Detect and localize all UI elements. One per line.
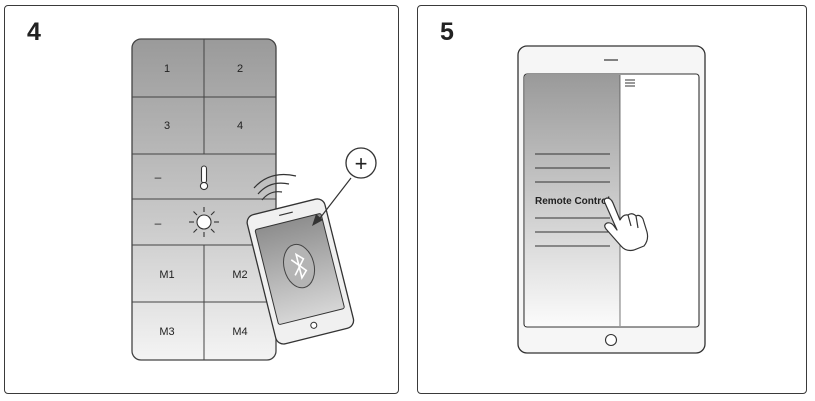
step-5-number: 5 [440, 18, 454, 46]
remote-button-3[interactable]: 3 [164, 120, 170, 132]
plus-symbol: + [355, 151, 368, 176]
pointing-hand-icon [603, 197, 649, 252]
remote-button-2[interactable]: 2 [237, 63, 243, 75]
wireless-signal-icon [253, 173, 297, 201]
arrow-to-phone-icon [312, 177, 352, 226]
remote-button-m3[interactable]: M3 [159, 326, 174, 338]
menu-item-remote-control[interactable]: Remote Control [535, 196, 610, 207]
step-4-number: 4 [27, 18, 41, 46]
temperature-minus-button[interactable]: – [155, 170, 162, 184]
remote-button-m2[interactable]: M2 [232, 269, 247, 281]
brightness-minus-button[interactable]: – [155, 216, 162, 230]
remote-button-1[interactable]: 1 [164, 63, 170, 75]
remote-control: 1 2 3 4 – – M1 M2 M3 M4 [131, 38, 277, 361]
remote-button-4[interactable]: 4 [237, 120, 243, 132]
remote-button-m1[interactable]: M1 [159, 269, 174, 281]
remote-button-m4[interactable]: M4 [232, 326, 247, 338]
add-device-plus-icon: + [345, 147, 377, 179]
hamburger-menu-icon[interactable] [625, 79, 635, 87]
side-menu [535, 153, 610, 247]
bluetooth-icon [283, 243, 316, 289]
sun-icon [189, 207, 219, 237]
thermometer-icon [199, 165, 209, 191]
smartphone [246, 198, 355, 345]
